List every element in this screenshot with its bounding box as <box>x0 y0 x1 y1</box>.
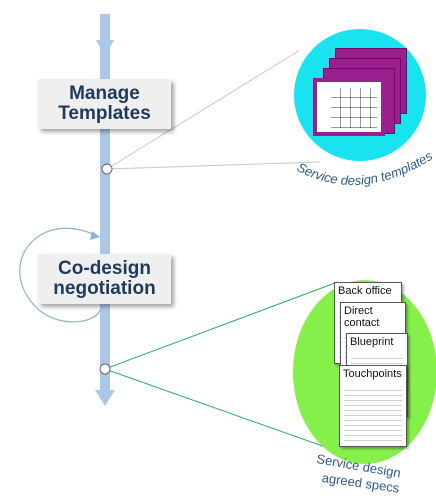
connector-specs-bottom <box>104 368 363 461</box>
doc-touchpoints-label: Touchpoints <box>343 368 402 380</box>
flow-line <box>100 14 110 392</box>
loop-arrow <box>19 227 101 323</box>
doc-direct-contact-label: Direct contact <box>344 305 380 329</box>
template-stack <box>313 48 408 138</box>
flow-arrow-head-bottom <box>95 390 115 406</box>
co-design-negotiation-box: Co-design negotiation <box>38 254 171 304</box>
doc-touchpoints: Touchpoints <box>339 365 407 447</box>
node-templates <box>101 163 113 175</box>
connector-templates-bottom <box>106 161 321 170</box>
doc-blueprint-label: Blueprint <box>350 336 394 348</box>
template-grid <box>331 88 377 128</box>
connector-templates-top <box>106 49 301 170</box>
template-sheet-front <box>313 78 385 136</box>
node-specs <box>99 363 111 375</box>
connector-specs-top <box>104 282 336 370</box>
doc-lines <box>344 386 402 442</box>
manage-templates-box: Manage Templates <box>38 79 171 129</box>
flow-arrow-head-top <box>96 40 114 56</box>
loop-arrow-head <box>90 231 100 240</box>
doc-back-office-label: Back office <box>338 285 392 297</box>
